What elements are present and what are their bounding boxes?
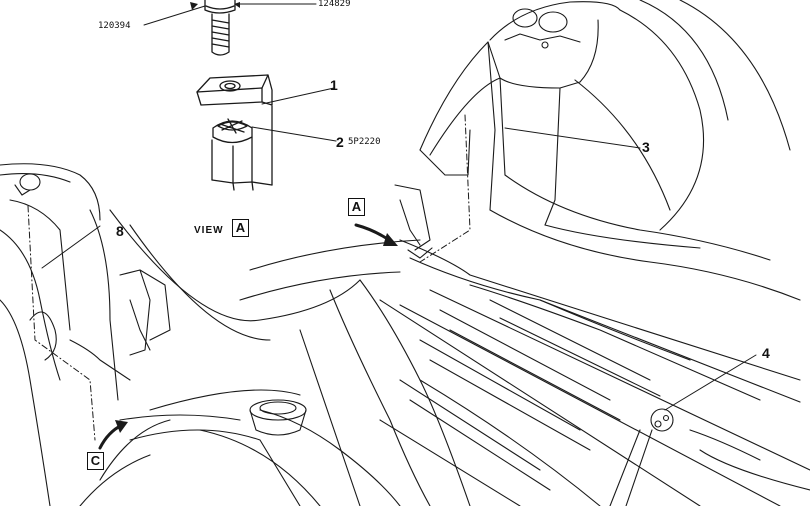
view-caption: VIEW bbox=[194, 225, 224, 236]
callout-3: 3 bbox=[642, 139, 650, 155]
arrow-letter-c-box: C bbox=[87, 452, 104, 470]
part-number-124829: 124829 bbox=[318, 0, 351, 9]
callout-8: 8 bbox=[116, 223, 124, 239]
arrow-letter-a-box: A bbox=[348, 198, 365, 216]
part-number-120394: 120394 bbox=[98, 21, 131, 31]
callout-4: 4 bbox=[762, 345, 770, 361]
part-number-5p2220: 5P2220 bbox=[348, 137, 381, 147]
view-letter-box: A bbox=[232, 219, 249, 237]
leader-lines bbox=[27, 3, 757, 441]
callout-1: 1 bbox=[330, 77, 338, 93]
callout-2: 2 bbox=[336, 134, 344, 150]
bolt-detail bbox=[196, 0, 273, 191]
view-arrows bbox=[98, 2, 398, 450]
